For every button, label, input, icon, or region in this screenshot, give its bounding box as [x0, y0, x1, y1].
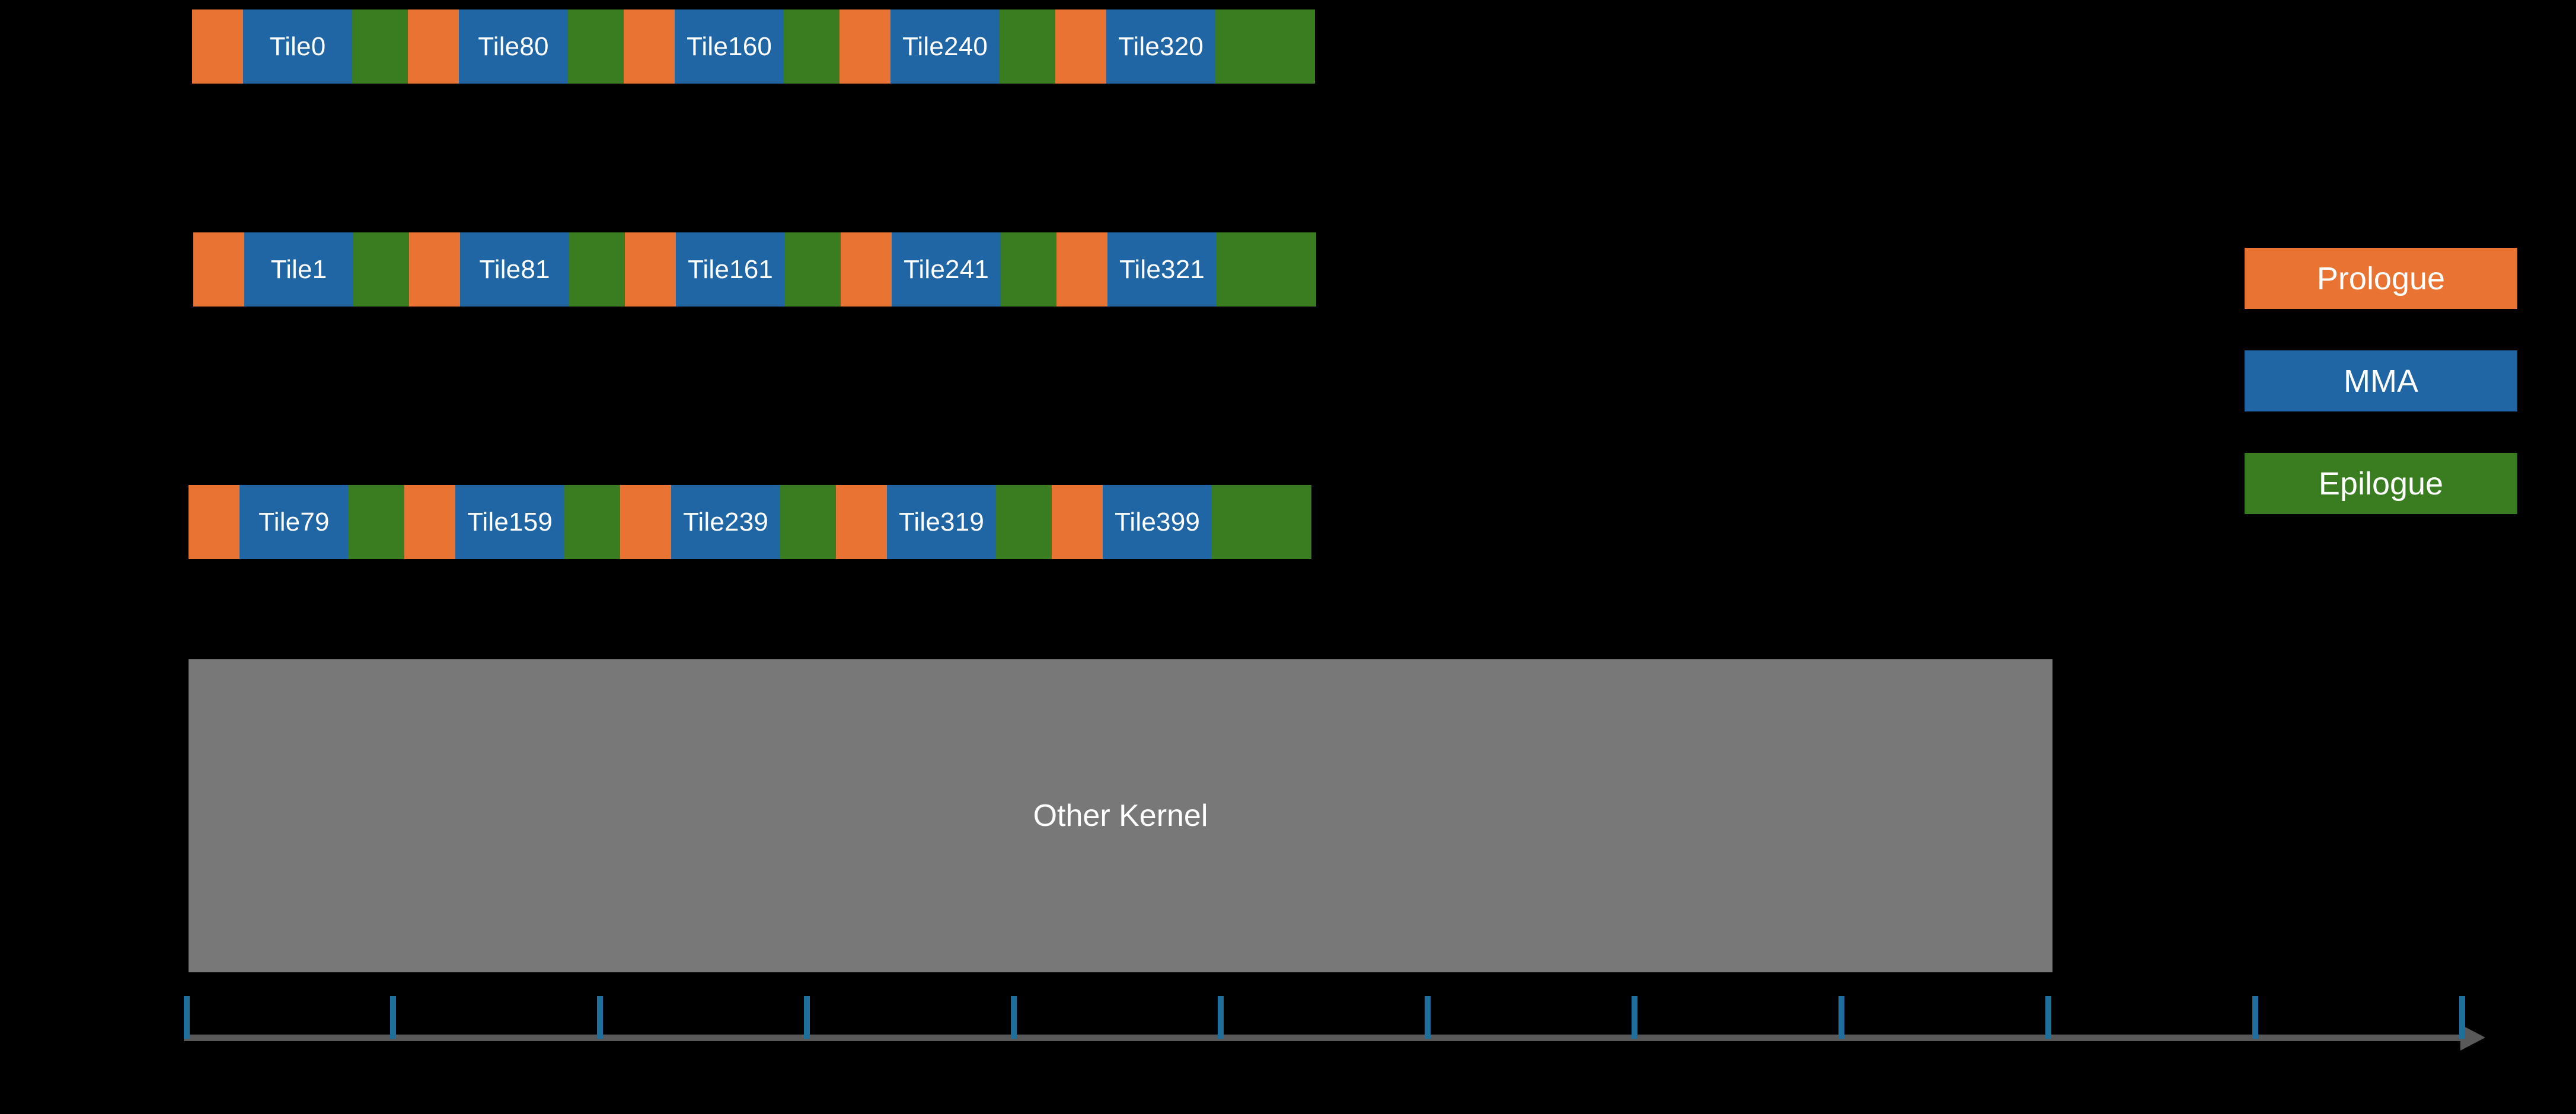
timeline-segment-epilogue: [1215, 9, 1315, 84]
timeline-segment-epilogue: [569, 232, 625, 307]
timeline-segment-epilogue: [568, 9, 624, 84]
timeline-segment-prologue: [1052, 485, 1103, 559]
timeline-segment-epilogue: [564, 485, 620, 559]
timeline-segment-mma: Tile0: [243, 9, 352, 84]
timeline-segment-label: Tile1: [270, 254, 327, 284]
timeline-segment-epilogue: [349, 485, 404, 559]
timeline-segment-mma: Tile321: [1107, 232, 1217, 307]
timeline-segment-label: Tile321: [1119, 254, 1205, 284]
time-axis-tick: [184, 996, 190, 1039]
timeline-segment-mma: Tile80: [459, 9, 568, 84]
legend: Prologue MMA Epilogue: [2245, 248, 2517, 514]
timeline-segment-prologue: [836, 485, 887, 559]
time-axis-tick: [2045, 996, 2051, 1039]
timeline-segment-epilogue: [1001, 232, 1056, 307]
timeline-segment-label: Tile239: [682, 507, 769, 537]
timeline-segment-label: Tile240: [902, 31, 988, 61]
timeline-segment-epilogue: [1212, 485, 1311, 559]
timeline-segment-mma: Tile1: [244, 232, 353, 307]
legend-label-mma: MMA: [2344, 363, 2418, 399]
time-axis-tick: [1632, 996, 1637, 1039]
timeline-segment-label: Tile80: [478, 31, 549, 61]
time-axis: [184, 990, 2496, 1055]
timeline-segment-epilogue: [784, 9, 839, 84]
timeline-segment-prologue: [408, 9, 459, 84]
timeline-segment-prologue: [1056, 232, 1107, 307]
timeline-segment-mma: Tile319: [887, 485, 996, 559]
timeline-segment-prologue: [193, 232, 244, 307]
timeline-segment-label: Tile81: [479, 254, 550, 284]
other-kernel-block: Other Kernel: [189, 659, 2052, 972]
time-axis-tick: [1011, 996, 1017, 1039]
legend-label-prologue: Prologue: [2316, 260, 2446, 296]
timeline-segment-epilogue: [1217, 232, 1316, 307]
legend-item-mma: MMA: [2245, 350, 2517, 411]
timeline-segment-prologue: [192, 9, 243, 84]
timeline-segment-label: Tile319: [898, 507, 985, 537]
other-kernel-label: Other Kernel: [1033, 799, 1208, 833]
timeline-segment-mma: Tile79: [240, 485, 349, 559]
timeline-segment-epilogue: [1000, 9, 1055, 84]
timeline-segment-prologue: [404, 485, 455, 559]
timeline-segment-prologue: [841, 232, 892, 307]
legend-item-epilogue: Epilogue: [2245, 453, 2517, 514]
timeline-row-0: Tile0 Tile80 Tile160 Tile240 Tile320: [192, 9, 1315, 84]
timeline-segment-mma: Tile161: [676, 232, 785, 307]
timeline-segment-prologue: [409, 232, 460, 307]
timeline-segment-epilogue: [353, 232, 409, 307]
timeline-segment-mma: Tile239: [671, 485, 780, 559]
time-axis-tick: [804, 996, 810, 1039]
timeline-row-1: Tile1 Tile81 Tile161 Tile241 Tile321: [193, 232, 1316, 307]
timeline-segment-prologue: [839, 9, 890, 84]
timeline-row-2: Tile79 Tile159 Tile239 Tile319 Tile399: [189, 485, 1311, 559]
time-axis-tick: [2252, 996, 2258, 1039]
timeline-segment-epilogue: [352, 9, 408, 84]
timeline-segment-epilogue: [996, 485, 1052, 559]
timeline-segment-prologue: [1055, 9, 1106, 84]
timeline-segment-prologue: [189, 485, 240, 559]
time-axis-tick: [1425, 996, 1431, 1039]
timeline-segment-mma: Tile81: [460, 232, 569, 307]
time-axis-tick: [1218, 996, 1224, 1039]
timeline-segment-mma: Tile160: [675, 9, 784, 84]
timeline-segment-label: Tile320: [1118, 31, 1204, 61]
timeline-segment-label: Tile399: [1114, 507, 1201, 537]
time-axis-tick: [1838, 996, 1844, 1039]
time-axis-tick: [2459, 996, 2465, 1039]
timeline-segment-label: Tile79: [258, 507, 330, 537]
timeline-segment-epilogue: [785, 232, 841, 307]
time-axis-tick: [390, 996, 396, 1039]
time-axis-tick: [597, 996, 603, 1039]
timeline-segment-label: Tile241: [903, 254, 989, 284]
timeline-segment-label: Tile160: [686, 31, 773, 61]
timeline-segment-prologue: [620, 485, 671, 559]
timeline-segment-mma: Tile399: [1103, 485, 1212, 559]
time-axis-line: [184, 1035, 2465, 1041]
timeline-segment-prologue: [625, 232, 676, 307]
timeline-segment-prologue: [624, 9, 675, 84]
timeline-segment-mma: Tile241: [892, 232, 1001, 307]
timeline-segment-mma: Tile320: [1106, 9, 1215, 84]
legend-item-prologue: Prologue: [2245, 248, 2517, 309]
timeline-segment-mma: Tile240: [890, 9, 1000, 84]
timeline-segment-label: Tile159: [467, 507, 553, 537]
timeline-segment-label: Tile0: [269, 31, 326, 61]
timeline-segment-epilogue: [780, 485, 836, 559]
timeline-segment-mma: Tile159: [455, 485, 564, 559]
timeline-segment-label: Tile161: [687, 254, 774, 284]
legend-label-epilogue: Epilogue: [2318, 465, 2444, 502]
